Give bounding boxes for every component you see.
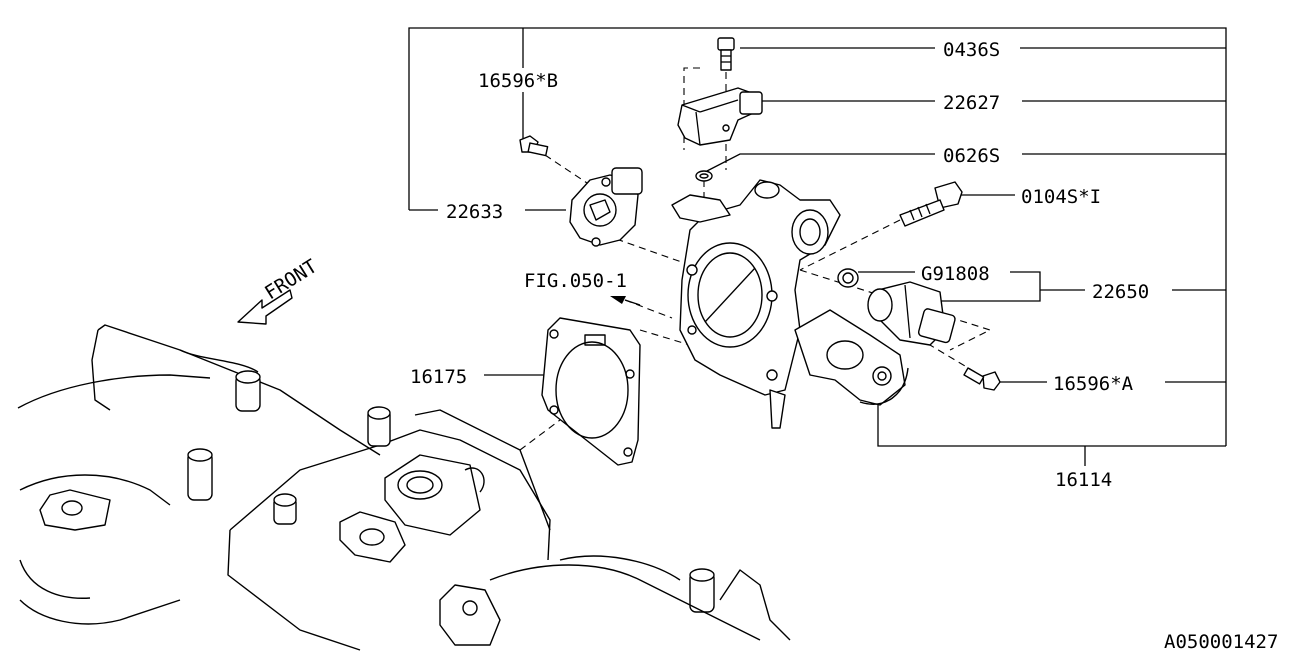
label-22650: 22650 [1092, 281, 1149, 303]
label-22627: 22627 [943, 92, 1000, 114]
label-22633: 22633 [446, 201, 503, 223]
label-g91808: G91808 [921, 263, 990, 285]
o-ring-0626s-icon [695, 170, 713, 182]
throttle-sensor-22633-icon [569, 167, 643, 247]
idle-control-valve-22650-icon [867, 281, 956, 346]
bolt-16596b-icon [519, 135, 549, 157]
label-0436s: 0436S [943, 39, 1000, 61]
label-16175: 16175 [410, 366, 467, 388]
fig-reference-arrow-icon [610, 296, 641, 306]
map-sensor-22627-icon [677, 87, 763, 146]
front-direction-arrow-icon: FRONT [237, 255, 321, 325]
label-16114: 16114 [1055, 469, 1112, 491]
label-0104s-i: 0104S*I [1021, 186, 1101, 208]
bolt-16596a-icon [963, 367, 1001, 391]
bolt-0436s-icon [717, 37, 735, 71]
throttle-body-16114-icon [671, 179, 909, 429]
bolt-0104s-icon [899, 181, 963, 227]
label-16596-b: 16596*B [478, 70, 558, 92]
label-0626s: 0626S [943, 145, 1000, 167]
label-16596-a: 16596*A [1053, 373, 1134, 395]
o-ring-g91808-icon [837, 268, 859, 288]
drawing-id: A050001427 [1164, 631, 1278, 653]
reference-lines [408, 27, 1227, 466]
gasket-16175-icon [541, 317, 641, 466]
label-fig-050-1: FIG.050-1 [524, 270, 627, 292]
part-labels: 0436S 22627 0626S 0104S*I G91808 22650 1… [410, 39, 1278, 653]
intake-manifold-icon [17, 324, 791, 651]
